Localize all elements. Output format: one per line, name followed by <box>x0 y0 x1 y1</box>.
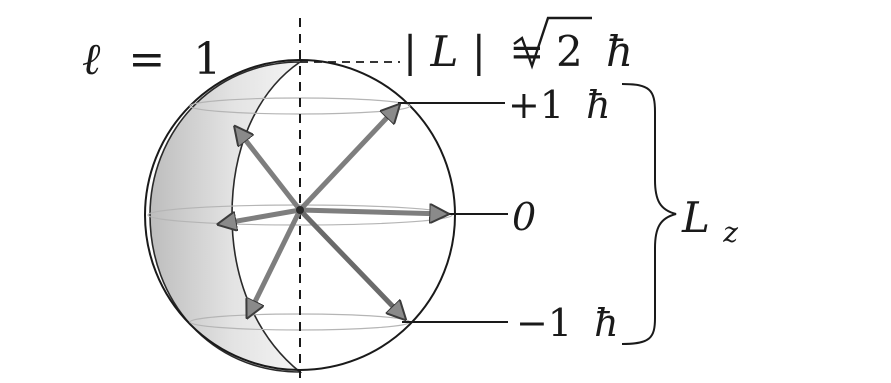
abs-open: | <box>403 27 417 76</box>
lz-symbol: L <box>681 193 710 242</box>
ell-equals: = <box>128 34 165 85</box>
origin-point <box>296 206 304 214</box>
svg-text:| L | =: | L | = <box>403 27 544 76</box>
sphere-shell <box>149 61 303 373</box>
level-plus1-coefficient: +1 <box>508 83 564 127</box>
magnitude-label: | L | = 2 ħ <box>403 16 633 76</box>
vector-plus1-left <box>236 128 302 212</box>
vector-minus1-right <box>298 208 404 318</box>
level-zero-coefficient: 0 <box>512 195 536 239</box>
level-minus1-hbar: ħ <box>594 301 618 345</box>
vector-zero-right <box>299 210 446 214</box>
level-label-zero: 0 <box>512 195 536 239</box>
level-plus1-hbar: ħ <box>586 83 610 127</box>
ell-value: 1 <box>193 34 221 85</box>
level-label-plus1: +1 ħ <box>508 83 611 127</box>
momentum-vectors <box>220 106 446 318</box>
quantum-number-label: ℓ = 1 <box>82 34 221 85</box>
abs-close: | <box>472 27 486 76</box>
lz-subscript: z <box>722 216 738 249</box>
magnitude-hbar: ħ <box>606 27 633 76</box>
vector-zero-left <box>220 207 301 224</box>
ell-symbol: ℓ <box>82 34 101 85</box>
level-label-minus1: −1 ħ <box>516 301 619 345</box>
vector-plus1-right <box>298 106 398 212</box>
sqrt-sign <box>513 16 592 70</box>
lz-label: L z <box>681 193 738 249</box>
vector-minus1-left <box>248 208 303 316</box>
sqrt-argument: 2 <box>556 27 583 76</box>
magnitude-symbol: L <box>430 27 459 76</box>
level-minus1-coefficient: −1 <box>516 301 572 345</box>
lz-brace <box>621 83 677 345</box>
